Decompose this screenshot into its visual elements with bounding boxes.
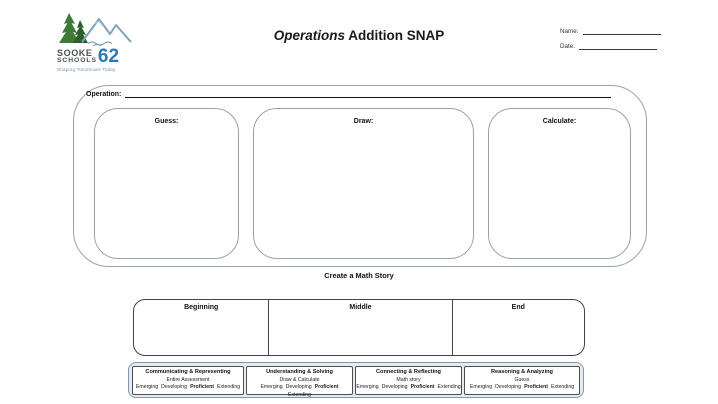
- calculate-box-label: Calculate:: [542, 118, 577, 125]
- story-table: Beginning Middle End: [133, 299, 585, 356]
- page-title-italic: Operations: [273, 28, 345, 43]
- guess-box-label: Guess:: [154, 118, 179, 125]
- rating-developing: Developing: [381, 384, 408, 391]
- operation-blank-line: [125, 90, 612, 98]
- rating-emerging: Emerging: [260, 384, 283, 391]
- rubric-subtitle: Math story: [396, 376, 421, 383]
- rubric-title: Understanding & Solving: [266, 369, 333, 375]
- operation-label: Operation:: [86, 91, 122, 98]
- logo-mountain-trees-icon: [59, 13, 132, 49]
- rubric-subtitle: Guess: [514, 376, 530, 383]
- workspace-container: Operation: Guess: Draw: Calculate:: [73, 85, 647, 267]
- logo-number: 62: [97, 46, 120, 67]
- calculate-box: Calculate:: [488, 108, 631, 259]
- rating-developing: Developing: [495, 384, 522, 391]
- rating-proficient: Proficient: [524, 384, 549, 391]
- rating-proficient: Proficient: [410, 384, 435, 391]
- story-col-middle: Middle: [268, 300, 451, 355]
- story-caption: Create a Math Story: [324, 271, 394, 280]
- school-logo: SOOKE SCHOOLS 62 Shaping Tomorrows Today: [55, 12, 150, 72]
- story-col-beginning: Beginning: [134, 300, 268, 355]
- date-field: Date:: [560, 43, 658, 50]
- story-col-end: End: [451, 300, 584, 355]
- rating-extending: Extending: [217, 384, 241, 391]
- rating-extending: Extending: [551, 384, 575, 391]
- rubric-cell-communicating: Communicating & Representing Entire Asse…: [132, 365, 244, 395]
- rating-emerging: Emerging: [469, 384, 493, 391]
- name-label: Name:: [560, 28, 579, 35]
- rubric-bar: Communicating & Representing Entire Asse…: [128, 362, 584, 398]
- name-field: Name:: [560, 28, 661, 35]
- date-blank-line: [579, 43, 658, 50]
- story-header-end: End: [511, 304, 525, 311]
- rubric-title: Reasoning & Analyzing: [491, 369, 553, 375]
- rating-emerging: Emerging: [356, 384, 379, 391]
- story-header-beginning: Beginning: [184, 304, 219, 311]
- date-label: Date:: [560, 43, 576, 50]
- rubric-cell-reasoning: Reasoning & Analyzing Guess Emerging Dev…: [464, 365, 580, 395]
- rubric-title: Communicating & Representing: [145, 369, 231, 375]
- rubric-ratings: Emerging Developing Proficient Extending: [470, 384, 574, 392]
- rating-developing: Developing: [161, 384, 188, 391]
- page-title-rest: Addition SNAP: [345, 28, 445, 43]
- rubric-ratings: Emerging Developing Proficient Extending: [257, 384, 343, 400]
- guess-box: Guess:: [94, 108, 239, 259]
- rubric-subtitle: Draw & Calculate: [279, 376, 320, 383]
- logo-name-line1: SOOKE: [57, 48, 93, 58]
- rating-proficient: Proficient: [314, 384, 339, 391]
- rating-extending: Extending: [287, 391, 312, 398]
- rating-emerging: Emerging: [135, 384, 159, 391]
- logo-name-line2: SCHOOLS: [57, 57, 97, 64]
- rating-extending: Extending: [437, 384, 461, 391]
- rubric-ratings: Emerging Developing Proficient Extending: [356, 384, 460, 392]
- rubric-title: Connecting & Reflecting: [376, 369, 441, 375]
- rubric-ratings: Emerging Developing Proficient Extending: [136, 384, 240, 392]
- page-title: Operations Addition SNAP: [0, 28, 718, 43]
- story-header-middle: Middle: [349, 304, 372, 311]
- logo-tagline: Shaping Tomorrows Today: [57, 66, 116, 72]
- name-blank-line: [582, 28, 661, 35]
- rubric-subtitle: Entire Assessment: [166, 376, 210, 383]
- rubric-cell-connecting: Connecting & Reflecting Math story Emerg…: [355, 365, 462, 395]
- rating-proficient: Proficient: [190, 384, 215, 391]
- operation-row: Operation:: [86, 90, 636, 98]
- rubric-cell-understanding: Understanding & Solving Draw & Calculate…: [246, 365, 353, 398]
- rating-developing: Developing: [285, 384, 312, 391]
- draw-box: Draw:: [253, 108, 474, 259]
- draw-box-label: Draw:: [353, 118, 374, 125]
